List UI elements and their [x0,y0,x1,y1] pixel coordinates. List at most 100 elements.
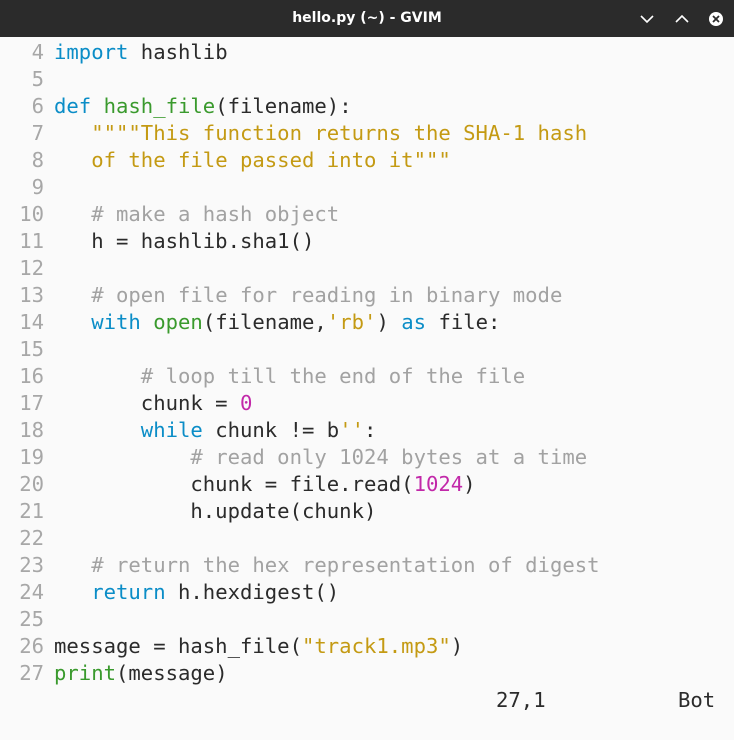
line-code: h.update(chunk) [54,498,376,525]
code-token: 1024 [413,472,464,496]
code-token: h.update(chunk) [54,499,377,523]
code-token: (filename): [215,94,352,118]
code-token: 'rb' [326,310,377,334]
close-icon [709,12,723,26]
line-code: h = hashlib.sha1() [54,228,314,255]
code-token: of the file passed into it""" [91,148,451,172]
window-title: hello.py (~) - GVIM [292,10,442,26]
code-token [54,310,91,334]
code-token [54,580,91,604]
line-code: chunk = 0 [54,390,253,417]
code-token: chunk = [54,391,240,415]
code-token: with [91,310,141,334]
code-token [54,148,91,172]
line-number: 14 [19,310,44,334]
scroll-indicator: Bot [678,688,716,712]
code-token: h.hexdigest() [165,580,340,604]
code-token: # loop till the end of the file [140,364,526,388]
line-code: message = hash_file("track1.mp3") [54,633,463,660]
line-number: 22 [19,526,44,550]
code-token: hashlib [128,40,228,64]
code-token: return [91,580,166,604]
line-code: while chunk != b'': [54,417,377,444]
code-token [54,364,141,388]
code-token: as [401,310,427,334]
code-token: # return the hex representation of diges… [91,553,600,577]
code-token: '' [339,418,364,442]
code-token: open [153,310,203,334]
code-token: chunk != b [202,418,340,442]
code-token [91,94,103,118]
code-token: file: [426,310,501,334]
code-token: "track1.mp3" [301,634,451,658]
code-token: chunk = file.read( [54,472,414,496]
line-number: 16 [19,364,44,388]
line-code: # open file for reading in binary mode [54,282,562,309]
maximize-button[interactable] [671,8,693,30]
line-code: print(message) [54,660,228,687]
line-number: 5 [31,67,44,91]
line-code: of the file passed into it""" [54,147,451,174]
line-code: """"This function returns the SHA-1 hash [54,120,587,147]
code-token: h = hashlib.sha1() [54,229,315,253]
code-token [54,445,190,469]
code-token [54,121,91,145]
line-number: 18 [19,418,44,442]
line-code: def hash_file(filename): [54,93,352,120]
line-number: 7 [31,121,44,145]
code-token: print [54,661,116,685]
line-number: 20 [19,472,44,496]
code-token: while [140,418,203,442]
line-number: 24 [19,580,44,604]
line-number: 13 [19,283,44,307]
line-number: 10 [19,202,44,226]
line-number: 26 [19,634,44,658]
code-token [54,418,141,442]
line-number: 17 [19,391,44,415]
line-number: 15 [19,337,44,361]
code-token: import [54,40,129,64]
line-number: 9 [31,175,44,199]
code-token [54,553,91,577]
line-code: with open(filename,'rb') as file: [54,309,500,336]
code-token [54,202,91,226]
line-code: # read only 1024 bytes at a time [54,444,587,471]
code-token: message = hash_file( [54,634,302,658]
line-code: # make a hash object [54,201,339,228]
code-token: (message) [116,661,228,685]
code-token: : [364,418,377,442]
line-code: chunk = file.read(1024) [54,471,476,498]
line-number: 6 [31,94,44,118]
line-number: 4 [31,40,44,64]
line-code: # loop till the end of the file [54,363,525,390]
line-number: 11 [19,229,44,253]
line-number: 8 [31,148,44,172]
code-token [54,283,91,307]
code-token: ) [463,472,476,496]
line-code: import hashlib [54,39,228,66]
code-token: # read only 1024 bytes at a time [190,445,588,469]
code-token [141,310,153,334]
line-number: 27 [19,661,44,685]
line-number: 12 [19,256,44,280]
code-token: """"This function returns the SHA-1 hash [91,121,588,145]
line-code: # return the hex representation of diges… [54,552,600,579]
cursor-position: 27,1 [496,688,546,712]
chevron-up-icon [675,14,689,23]
minimize-button[interactable] [636,8,658,30]
code-token: 0 [239,391,253,415]
title-bar: hello.py (~) - GVIM [0,0,734,37]
code-token: hash_file [103,94,216,118]
line-number: 19 [19,445,44,469]
code-token: def [54,94,92,118]
chevron-down-icon [640,15,654,24]
line-number: 23 [19,553,44,577]
line-code: return h.hexdigest() [54,579,339,606]
code-token: (filename, [202,310,327,334]
line-number: 25 [19,607,44,631]
line-number: 21 [19,499,44,523]
code-token: # make a hash object [91,202,340,226]
close-button[interactable] [705,8,727,30]
code-token: ) [450,634,464,658]
